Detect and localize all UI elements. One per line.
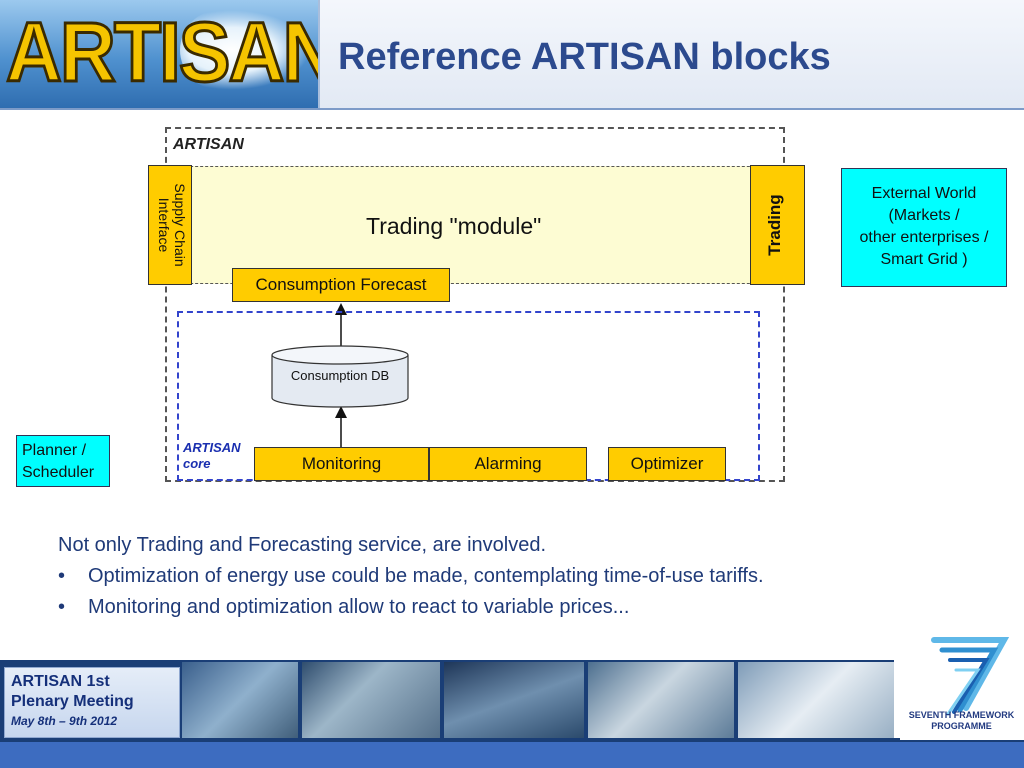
- external-world-line: other enterprises /: [859, 229, 989, 246]
- bullet-marker: •: [58, 565, 66, 587]
- artisan-core-label-line1: ARTISAN: [183, 440, 241, 455]
- bullet-item: • Monitoring and optimization allow to re…: [58, 592, 988, 623]
- body-text: Not only Trading and Forecasting service…: [58, 530, 988, 623]
- planner-scheduler-box: Planner / Scheduler: [16, 435, 110, 487]
- fp7-caption-line2: PROGRAMME: [931, 721, 992, 731]
- consumption-db-cylinder: [271, 345, 409, 408]
- monitoring-box: Monitoring: [254, 447, 429, 481]
- slide-header: ARTISAN Reference ARTISAN blocks: [0, 0, 1024, 110]
- arrowhead-db: [335, 406, 347, 418]
- artisan-boundary-label: ARTISAN: [173, 136, 244, 153]
- slide-title: Reference ARTISAN blocks: [338, 36, 831, 78]
- bullet-text: Monitoring and optimization allow to rea…: [88, 596, 630, 618]
- alarming-box: Alarming: [429, 447, 587, 481]
- bottom-bar: [0, 740, 1024, 768]
- footer-photo: [182, 662, 298, 738]
- planner-line: Scheduler: [22, 464, 95, 481]
- planner-line: Planner /: [22, 442, 87, 459]
- external-world-line: External World: [871, 185, 977, 202]
- fp7-caption-line1: SEVENTH FRAMEWORK: [908, 710, 1015, 720]
- external-world-line: (Markets /: [888, 207, 960, 224]
- fp7-logo-icon: [894, 630, 1024, 738]
- supply-chain-interface-box: [148, 165, 192, 285]
- trading-box: [750, 165, 805, 285]
- consumption-db-label: Consumption DB: [290, 368, 390, 383]
- bullet-text: Optimization of energy use could be made…: [88, 565, 764, 587]
- logo-text: ARTISAN: [5, 4, 320, 101]
- intro-text: Not only Trading and Forecasting service…: [58, 534, 547, 556]
- fp7-caption: SEVENTH FRAMEWORK PROGRAMME: [899, 710, 1024, 732]
- event-info-box: ARTISAN 1st Plenary Meeting May 8th – 9t…: [4, 667, 180, 738]
- event-name-line1: ARTISAN 1st: [11, 673, 110, 690]
- optimizer-box: Optimizer: [608, 447, 726, 481]
- artisan-logo: ARTISAN: [0, 0, 320, 108]
- bullet-item: • Optimization of energy use could be mad…: [58, 561, 988, 592]
- artisan-boundary: [165, 127, 785, 482]
- event-date: May 8th – 9th 2012: [11, 714, 118, 728]
- event-name-line2: Plenary Meeting: [11, 693, 134, 710]
- artisan-core-label-line2: core: [183, 456, 211, 471]
- footer-photo: [444, 662, 584, 738]
- bullet-marker: •: [58, 596, 66, 618]
- footer-photo: [738, 662, 894, 738]
- trading-module-label: Trading "module": [366, 213, 542, 239]
- consumption-forecast-box: Consumption Forecast: [232, 268, 450, 302]
- logo-sky-image: [180, 10, 310, 90]
- artisan-core-label: ARTISAN core: [183, 440, 241, 472]
- external-world-box: External World (Markets / other enterpri…: [841, 168, 1007, 287]
- external-world-line: Smart Grid ): [880, 251, 968, 268]
- footer-photo: [588, 662, 734, 738]
- footer-photo: [302, 662, 440, 738]
